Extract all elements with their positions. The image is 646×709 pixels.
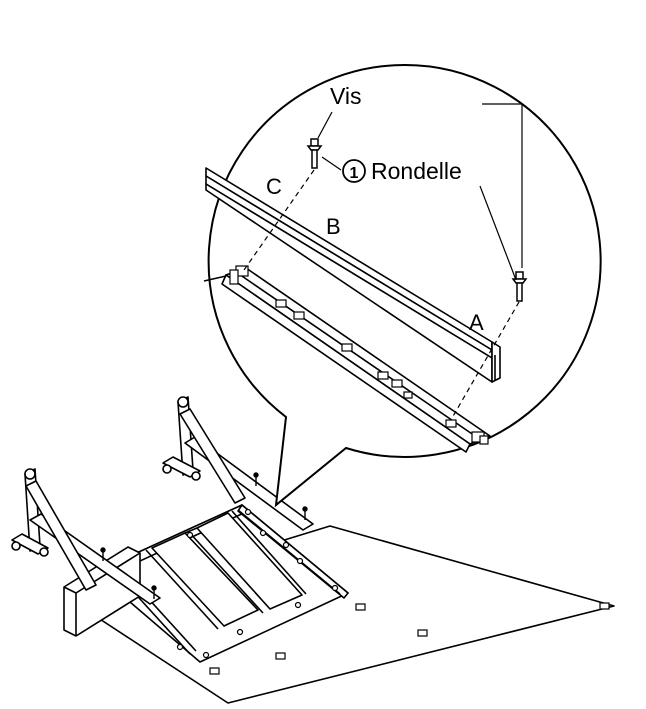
left-leg [11, 468, 161, 605]
washer-label: Rondelle [371, 158, 462, 184]
guide-lines [243, 169, 520, 419]
screw-a [511, 271, 528, 302]
screw-label: Vis [330, 83, 362, 109]
lower-rail-detail [203, 267, 491, 453]
washer-number-badge: 1 [342, 159, 366, 183]
right-leg [162, 396, 314, 531]
point-b-label: B [326, 214, 341, 239]
point-c-label: C [266, 174, 282, 199]
lower-rail-features [229, 265, 489, 445]
leader-lines [317, 103, 523, 281]
point-a-label: A [469, 310, 484, 335]
washer-number: 1 [350, 165, 359, 182]
detail-callout [207, 63, 602, 508]
overview-screws [100, 472, 308, 599]
floor-sheet-holes [209, 602, 610, 675]
rail-detail [205, 167, 501, 383]
screw-c [306, 138, 323, 169]
